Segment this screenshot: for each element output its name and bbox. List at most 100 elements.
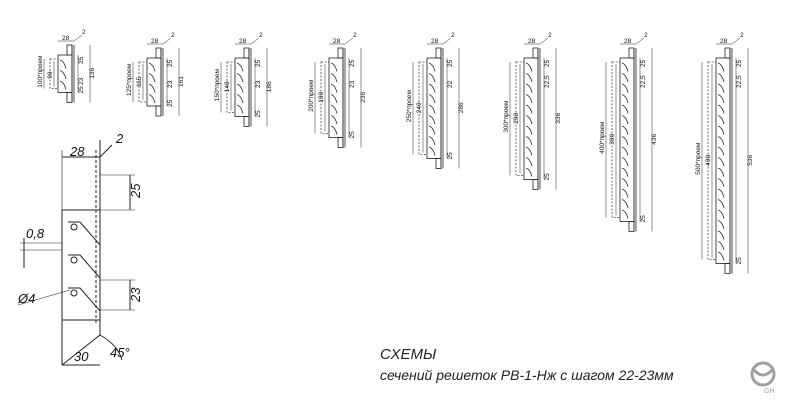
section-blade: [525, 73, 533, 83]
section-dim-flange: 25: [255, 110, 262, 118]
section-blade: [717, 115, 725, 125]
section-blade: [621, 146, 629, 156]
section-blade: [525, 94, 533, 104]
detail-dim-width: 28: [69, 144, 85, 159]
section-dim-opening: 500*проем: [695, 142, 702, 175]
section-blade: [525, 146, 533, 156]
section-blade: [428, 62, 436, 72]
section-blade: [621, 73, 629, 83]
section-dim-opening: 200*проем: [308, 79, 315, 112]
section-dim-outer: 536: [747, 155, 754, 166]
section-dim-inner: 240: [416, 102, 423, 113]
section-flange: [337, 47, 344, 59]
section-blade: [717, 104, 725, 114]
section-dim-flange: 25: [167, 59, 174, 67]
dim-leader: [250, 37, 260, 45]
section-blade: [330, 73, 338, 83]
section-blade: [621, 199, 629, 209]
dim-leader: [73, 34, 83, 42]
section-blade: [621, 178, 629, 188]
section-blade: [717, 209, 725, 219]
section-s400: [605, 37, 653, 232]
section-dim-gap: 2: [259, 32, 263, 39]
section-blade: [330, 83, 338, 93]
section-flange: [628, 47, 635, 59]
section-blade: [148, 94, 156, 104]
section-dim-inner: 390: [609, 134, 616, 145]
dim-leader: [539, 37, 549, 45]
section-dim-width: 28: [239, 38, 247, 45]
section-blade: [717, 136, 725, 146]
section-dim-flange: 25: [349, 59, 356, 67]
section-dim-flange: 25: [255, 59, 262, 67]
section-dim-opening: 250*проем: [406, 90, 413, 123]
section-blade: [330, 94, 338, 104]
section-s300: [509, 37, 557, 190]
section-blade: [621, 104, 629, 114]
section-blade: [428, 83, 436, 93]
detail-bottom-chamfer: [61, 319, 101, 366]
detail-rivet: [70, 223, 78, 231]
section-opening: [320, 61, 330, 134]
section-dim-outer: 336: [555, 113, 562, 124]
section-body: [619, 57, 635, 222]
section-blade: [621, 94, 629, 104]
section-dim-outer: 186: [266, 81, 273, 92]
section-flange: [66, 92, 73, 103]
section-dim-width: 28: [528, 38, 536, 45]
section-blade: [717, 83, 725, 93]
section-blade: [525, 83, 533, 93]
detail-blade: [68, 254, 101, 285]
section-blade: [525, 62, 533, 72]
section-blade: [59, 70, 67, 80]
section-dim-flange: 25: [640, 215, 647, 223]
section-blade: [428, 94, 436, 104]
detail-blade: [68, 221, 101, 252]
detail-blade: [68, 287, 101, 318]
section-dim-width: 28: [720, 38, 728, 45]
section-blade: [525, 157, 533, 167]
section-blade: [148, 83, 156, 93]
section-dim-width: 28: [431, 38, 439, 45]
section-dim-pitch: 23: [167, 80, 174, 88]
section-blade: [717, 251, 725, 261]
section-body: [523, 57, 539, 180]
detail-dim-pitch: 23: [128, 287, 143, 303]
section-dim-flange: 25: [736, 59, 743, 67]
section-flange: [243, 116, 250, 127]
dim-leader: [344, 37, 354, 45]
section-blade: [621, 157, 629, 167]
section-dim-gap: 2: [353, 32, 357, 39]
svg-text:GH: GH: [764, 388, 775, 395]
section-blade: [330, 115, 338, 125]
dim-leader: [17, 289, 71, 306]
section-blade: [525, 167, 533, 177]
section-body: [328, 57, 344, 138]
section-blade: [717, 199, 725, 209]
section-opening: [515, 61, 525, 176]
section-blade: [717, 230, 725, 240]
section-s100: [43, 34, 91, 103]
section-blade: [717, 62, 725, 72]
section-dim-inner: 115: [136, 76, 143, 87]
section-dim-pitch: 22,5: [544, 75, 551, 88]
section-blade: [717, 188, 725, 198]
section-blade: [236, 83, 244, 93]
section-blade: [717, 167, 725, 177]
section-blade: [621, 167, 629, 177]
section-blade: [717, 73, 725, 83]
section-blade: [717, 220, 725, 230]
section-dim-pitch: 23: [349, 80, 356, 88]
section-dim-flange: 25: [736, 257, 743, 265]
section-dim-gap: 2: [644, 32, 648, 39]
section-dim-gap: 2: [451, 32, 455, 39]
section-dim-inner: 140: [224, 81, 231, 92]
dim-leader: [99, 144, 113, 158]
section-body: [426, 57, 442, 159]
section-s500: [701, 37, 749, 274]
dim-leader: [635, 37, 645, 45]
section-blade: [330, 62, 338, 72]
company-logo-icon: GH: [750, 361, 776, 395]
section-flange: [628, 221, 635, 232]
section-dim-opening: 125*проем: [126, 63, 133, 96]
